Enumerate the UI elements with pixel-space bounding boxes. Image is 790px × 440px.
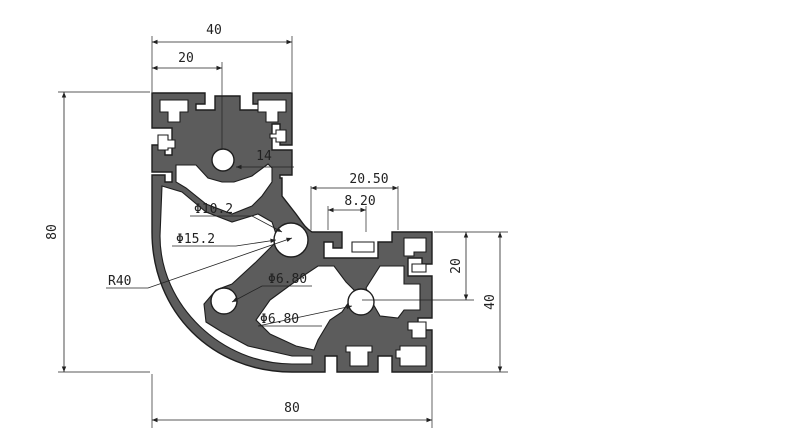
dim-right-height: 40: [483, 294, 498, 310]
dimension-lines: [61, 39, 503, 423]
dim-top-half: 20: [178, 51, 194, 66]
dim-upper-slot: 14: [256, 149, 272, 164]
top-left-slot: [159, 99, 189, 123]
upper-right-side-slot: [269, 129, 287, 143]
aluminium-profile: [151, 92, 433, 373]
leaders: [106, 215, 353, 327]
right-upper-notch: [351, 241, 375, 253]
right-bore: [347, 288, 375, 316]
extension-lines: [58, 36, 508, 428]
upper-cavity: [175, 163, 273, 215]
bottom-right-slot: [395, 345, 427, 367]
callout-hole-right: Φ6.80: [260, 312, 299, 327]
dimension-labels: 40 20 80 80 40 20 14 20.50 8.20 Φ10.2 Φ1…: [45, 23, 498, 416]
callout-radius: R40: [108, 274, 131, 289]
dim-slot-inner: 8.20: [344, 194, 375, 209]
callout-bore-large: Φ15.2: [176, 232, 215, 247]
right-mid-slot: [411, 263, 427, 273]
callout-hole-left: Φ6.80: [268, 272, 307, 287]
upper-bore: [211, 148, 235, 172]
bottom-mid-slot: [345, 345, 373, 367]
right-top-slot: [403, 237, 427, 257]
dim-bottom-width: 80: [284, 401, 300, 416]
center-bore: [273, 222, 309, 258]
right-lower-slot: [407, 321, 427, 339]
dim-right-half: 20: [449, 258, 464, 274]
dim-slot-outer: 20.50: [349, 172, 388, 187]
callout-bore-small: Φ10.2: [194, 202, 233, 217]
dim-left-height: 80: [45, 224, 60, 240]
upper-left-side-slot: [157, 134, 176, 151]
top-right-slot: [257, 99, 287, 123]
lower-cavity: [255, 265, 357, 351]
dim-top-width: 40: [206, 23, 222, 38]
